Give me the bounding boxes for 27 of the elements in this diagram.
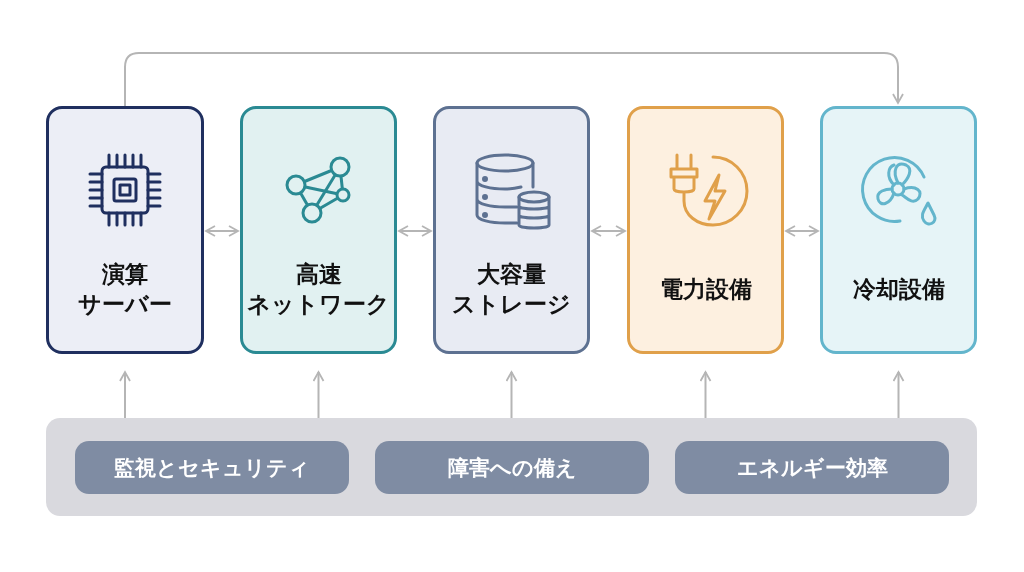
arrow (699, 371, 712, 419)
card-label: 演算サーバー (77, 260, 173, 319)
card-label: 電力設備 (658, 275, 753, 304)
arrow (119, 371, 131, 419)
category-label: エネルギー効率 (736, 454, 888, 482)
category-label: 監視とセキュリティ (114, 454, 310, 482)
arrow (312, 371, 325, 419)
card-label: 大容量ストレージ (451, 260, 572, 319)
component-card (820, 106, 977, 354)
arrow (892, 371, 905, 419)
arrow (124, 52, 904, 107)
component-card (46, 106, 204, 354)
card-label: 高速ネットワーク (246, 260, 391, 319)
category-pill (375, 441, 649, 494)
category-label: 障害への備え (447, 454, 577, 482)
category-pill (75, 441, 349, 494)
card-label: 冷却設備 (851, 275, 946, 304)
arrow (591, 225, 626, 237)
category-pill (675, 441, 949, 494)
component-card (433, 106, 590, 354)
arrow (505, 371, 518, 419)
arrow (785, 225, 819, 237)
arrow (398, 225, 432, 237)
component-card (240, 106, 397, 354)
arrow (205, 225, 239, 237)
foundation-band (46, 418, 977, 516)
component-card (627, 106, 784, 354)
